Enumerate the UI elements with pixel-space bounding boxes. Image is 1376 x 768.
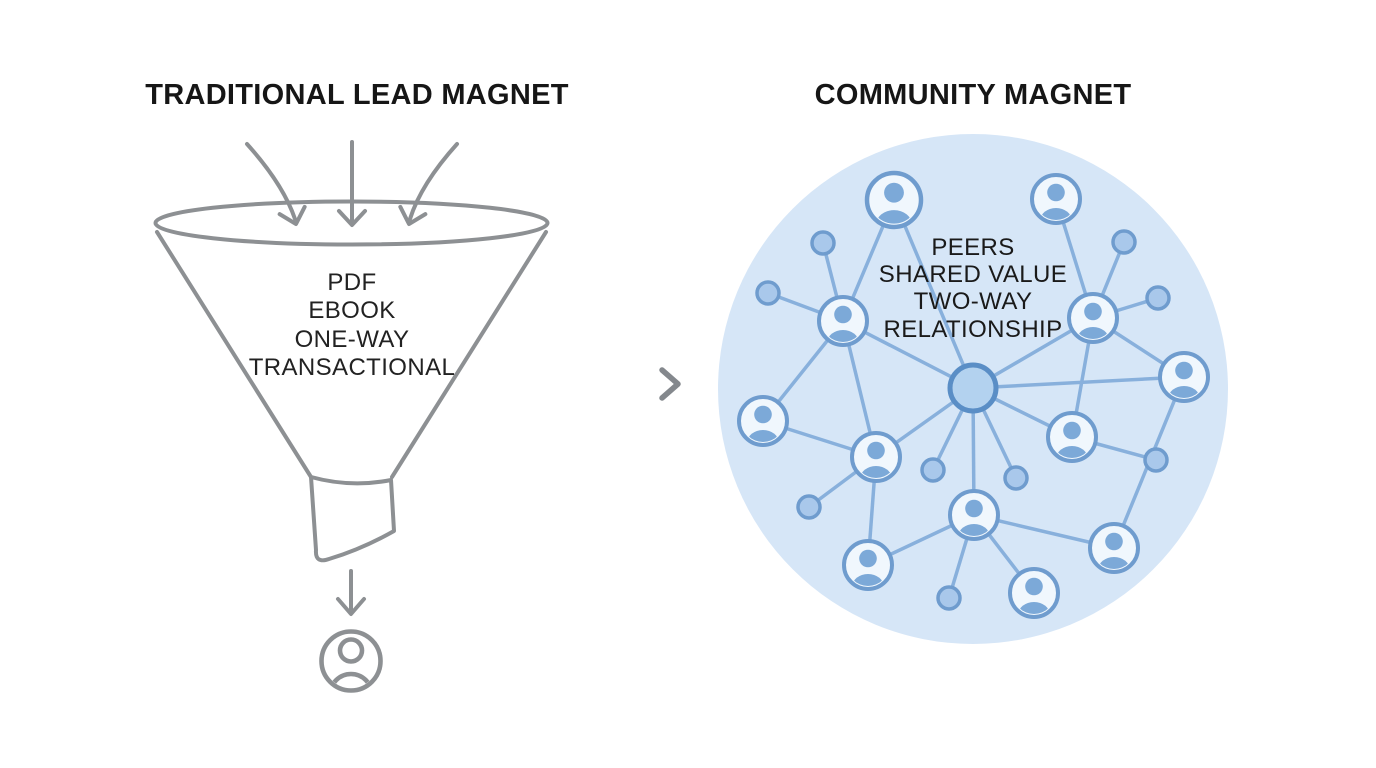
funnel-label: PDF (327, 269, 377, 296)
inflow-arrow-right-icon (398, 142, 459, 226)
member-person-icon (1046, 411, 1098, 463)
member-person-icon (850, 431, 902, 483)
funnel-icon (153, 199, 550, 563)
community-labels: PEERS SHARED VALUE TWO-WAY RELATIONSHIP (773, 234, 1173, 343)
connector-dot-icon (755, 280, 781, 306)
inflow-arrow-left-icon (245, 142, 307, 226)
community-label: TWO-WAY (913, 288, 1033, 316)
funnel-label: EBOOK (308, 297, 396, 325)
inflow-arrows (245, 140, 459, 227)
member-person-icon (737, 395, 789, 447)
member-person-icon (1158, 351, 1210, 403)
member-person-icon (1067, 292, 1119, 344)
connector-dot-icon (1111, 229, 1137, 255)
community-label: RELATIONSHIP (883, 315, 1063, 343)
funnel-labels: PDF EBOOK ONE-WAY TRANSACTIONAL (152, 269, 552, 383)
member-person-icon (1088, 522, 1140, 574)
funnel-diagram (153, 140, 550, 693)
outflow-arrow-icon (336, 569, 366, 616)
connection-line (972, 375, 1185, 390)
community-network (718, 134, 1228, 644)
connector-dot-icon (1143, 447, 1169, 473)
connector-dot-icon (1003, 465, 1029, 491)
connector-dot-icon (1145, 285, 1171, 311)
connector-dot-icon (920, 457, 946, 483)
member-person-icon (817, 295, 869, 347)
right-section-title: COMMUNITY MAGNET (814, 79, 1132, 111)
funnel-label: ONE-WAY (294, 325, 410, 353)
member-person-icon (948, 489, 1000, 541)
member-person-icon (864, 170, 924, 230)
member-person-icon (1030, 173, 1082, 225)
hub-node-icon (947, 362, 999, 414)
inflow-arrow-middle-icon (337, 140, 367, 227)
connection-line (892, 199, 975, 389)
flow-arrow-icon (484, 367, 681, 401)
connector-dot-icon (810, 230, 836, 256)
lead-person-icon (319, 629, 383, 693)
funnel-label: TRANSACTIONAL (248, 354, 456, 382)
left-section-title: TRADITIONAL LEAD MAGNET (145, 79, 569, 111)
member-person-icon (842, 539, 894, 591)
community-label: PEERS (931, 234, 1015, 261)
community-label: SHARED VALUE (878, 261, 1068, 289)
connector-dot-icon (936, 585, 962, 611)
connector-dot-icon (796, 494, 822, 520)
member-person-icon (1008, 567, 1060, 619)
